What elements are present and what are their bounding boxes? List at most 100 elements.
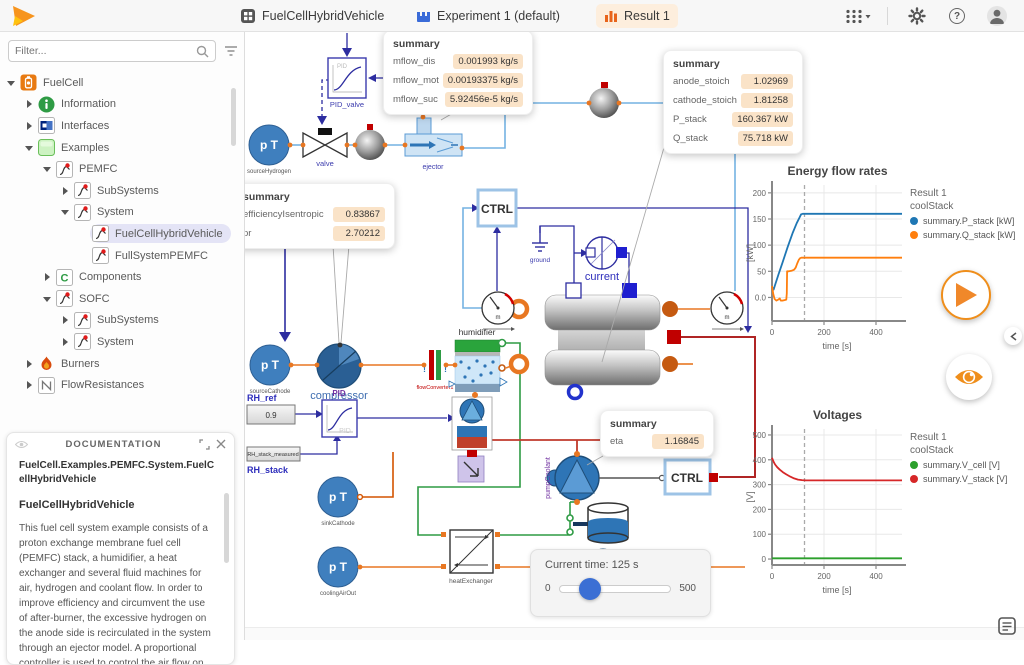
svg-text:200: 200 bbox=[753, 505, 767, 514]
apps-grid-icon[interactable] bbox=[843, 0, 873, 32]
tab-result[interactable]: Result 1 bbox=[596, 4, 678, 28]
stack-port-cathode-out[interactable] bbox=[662, 301, 678, 317]
tree-expand-arrow[interactable] bbox=[6, 79, 18, 87]
tree-expand-arrow[interactable] bbox=[24, 100, 36, 109]
doc-body-text: This fuel cell system example consists o… bbox=[19, 523, 211, 665]
tree-item-system[interactable]: System bbox=[0, 202, 238, 224]
doc-close-icon[interactable] bbox=[216, 439, 226, 449]
examples-icon bbox=[38, 139, 55, 157]
massflow-gauge-left[interactable]: m bbox=[481, 291, 515, 331]
rh-ref-value: 0.9 bbox=[265, 411, 277, 420]
sidebar-scrollbar[interactable] bbox=[231, 88, 236, 146]
tree-item-information[interactable]: Information bbox=[0, 94, 238, 116]
tree-expand-arrow[interactable] bbox=[60, 208, 72, 216]
pid-valve-controller[interactable]: PID PID_valve bbox=[327, 57, 367, 109]
fuel-cell-stack[interactable] bbox=[508, 282, 681, 401]
filter-bar[interactable] bbox=[8, 40, 216, 62]
tree-expand-arrow[interactable] bbox=[42, 165, 54, 173]
tab-experiment[interactable]: Experiment 1 (default) bbox=[408, 4, 568, 28]
humidifier-component[interactable]: humidifier bbox=[448, 327, 508, 392]
doc-eye-icon[interactable] bbox=[15, 440, 28, 449]
time-slider-thumb[interactable] bbox=[579, 577, 602, 600]
settings-gear-icon[interactable] bbox=[902, 0, 932, 32]
help-icon[interactable]: ? bbox=[942, 0, 972, 32]
stack-coolant-port[interactable] bbox=[566, 383, 584, 401]
tree-item-label: FuelCell bbox=[43, 76, 84, 89]
massflow-gauge-right[interactable]: m bbox=[710, 291, 744, 331]
tree-item-subsystems[interactable]: SubSystems bbox=[0, 180, 238, 202]
stack-port-anode-out[interactable] bbox=[662, 356, 678, 372]
tree-expand-arrow[interactable] bbox=[60, 337, 72, 346]
ejector-component[interactable]: ejector bbox=[404, 117, 463, 171]
experiment-label: Experiment 1 (default) bbox=[437, 9, 560, 23]
pid-controller[interactable]: PID PID bbox=[321, 389, 358, 438]
doc-expand-icon[interactable] bbox=[199, 438, 210, 450]
ground-component[interactable]: ground bbox=[530, 226, 551, 264]
svg-text:!: ! bbox=[444, 364, 447, 374]
stack-electric-port[interactable] bbox=[667, 330, 681, 344]
filter-options-icon[interactable] bbox=[224, 44, 238, 56]
volume-sphere-1[interactable] bbox=[355, 124, 385, 160]
rh-stack-label: RH_stack bbox=[247, 465, 289, 475]
filter-input[interactable] bbox=[9, 45, 196, 57]
cathode-exhaust-wire bbox=[360, 452, 394, 498]
legend-item[interactable]: summary.Q_stack [kW] bbox=[910, 230, 1024, 240]
volume-sphere-2[interactable] bbox=[589, 82, 619, 118]
humidifier-label: humidifier bbox=[459, 327, 496, 337]
result-label: Result 1 bbox=[624, 9, 670, 23]
tree-item-system[interactable]: System bbox=[0, 331, 238, 353]
rh-stack-block[interactable]: RH_stack_measured RH_stack bbox=[246, 446, 301, 475]
app-logo-icon[interactable] bbox=[10, 3, 38, 34]
ctrl-controller-2[interactable]: CTRL bbox=[663, 458, 718, 496]
user-avatar[interactable] bbox=[982, 0, 1012, 32]
tree-expand-arrow[interactable] bbox=[60, 186, 72, 195]
source-cathode[interactable]: p T sourceCathode bbox=[249, 344, 291, 395]
tree-item-fuelcellhybridvehicle[interactable]: FuelCellHybridVehicle bbox=[0, 223, 238, 245]
tree-expand-arrow[interactable] bbox=[42, 273, 54, 282]
ctrl-controller-1[interactable]: CTRL bbox=[476, 188, 518, 228]
tree-item-subsystems[interactable]: SubSystems bbox=[0, 310, 238, 332]
legend-item[interactable]: summary.V_stack [V] bbox=[910, 474, 1024, 484]
tree-expand-arrow[interactable] bbox=[24, 121, 36, 130]
pump-coolant[interactable]: pumpCoolant bbox=[545, 451, 666, 505]
tree-item-flowresistances[interactable]: FlowResistances bbox=[0, 374, 238, 396]
sink-cathode[interactable]: p T sinkCathode bbox=[317, 476, 359, 527]
tree-item-examples[interactable]: Examples bbox=[0, 137, 238, 159]
doc-scrollbar[interactable] bbox=[224, 493, 229, 563]
tree-expand-arrow[interactable] bbox=[24, 359, 36, 368]
tree-item-burners[interactable]: Burners bbox=[0, 353, 238, 375]
heat-exchanger[interactable]: heatExchanger bbox=[441, 529, 500, 585]
doc-model-path[interactable]: FuelCell.Examples.PEMFC.System.FuelCellH… bbox=[19, 460, 215, 485]
tree-item-interfaces[interactable]: Interfaces bbox=[0, 115, 238, 137]
rh-ref-block[interactable]: RH_ref 0.9 bbox=[246, 393, 296, 425]
tree-expand-arrow[interactable] bbox=[42, 295, 54, 303]
legend-item[interactable]: summary.V_cell [V] bbox=[910, 460, 1024, 470]
source-hydrogen[interactable]: p T sourceHydrogen bbox=[247, 124, 291, 175]
tree-item-sofc[interactable]: SOFC bbox=[0, 288, 238, 310]
tree-expand-arrow[interactable] bbox=[24, 144, 36, 152]
coolant-tank[interactable] bbox=[566, 502, 629, 544]
heat-cooling-unit[interactable] bbox=[451, 392, 493, 451]
project-tab[interactable]: FuelCellHybridVehicle bbox=[232, 4, 392, 28]
collapse-panel-button[interactable] bbox=[1004, 327, 1022, 345]
tree-expand-arrow[interactable] bbox=[24, 381, 36, 390]
valve-component[interactable]: valve bbox=[302, 128, 348, 168]
current-source[interactable]: current bbox=[585, 236, 627, 283]
console-toggle-button[interactable] bbox=[996, 615, 1018, 637]
summary-variable-value: 1.16845 bbox=[652, 434, 704, 449]
tree-item-fuelcell[interactable]: FuelCell bbox=[0, 72, 238, 94]
tree-item-fullsystempemfc[interactable]: FullSystemPEMFC bbox=[0, 245, 238, 267]
legend-item[interactable]: summary.P_stack [kW] bbox=[910, 216, 1024, 226]
tree-expand-arrow[interactable] bbox=[60, 316, 72, 325]
stack-port-anode-in[interactable] bbox=[508, 353, 530, 375]
stack-temperature-source[interactable] bbox=[457, 450, 485, 483]
time-slider-track[interactable] bbox=[558, 577, 672, 600]
simulate-play-button[interactable] bbox=[941, 270, 991, 320]
tree-item-pemfc[interactable]: PEMFC bbox=[0, 158, 238, 180]
cooling-air-out[interactable]: p T coolingAirOut bbox=[317, 546, 359, 597]
view-results-button[interactable] bbox=[946, 354, 992, 400]
flow-converter[interactable]: ! ! flowConverter1 bbox=[417, 350, 454, 391]
